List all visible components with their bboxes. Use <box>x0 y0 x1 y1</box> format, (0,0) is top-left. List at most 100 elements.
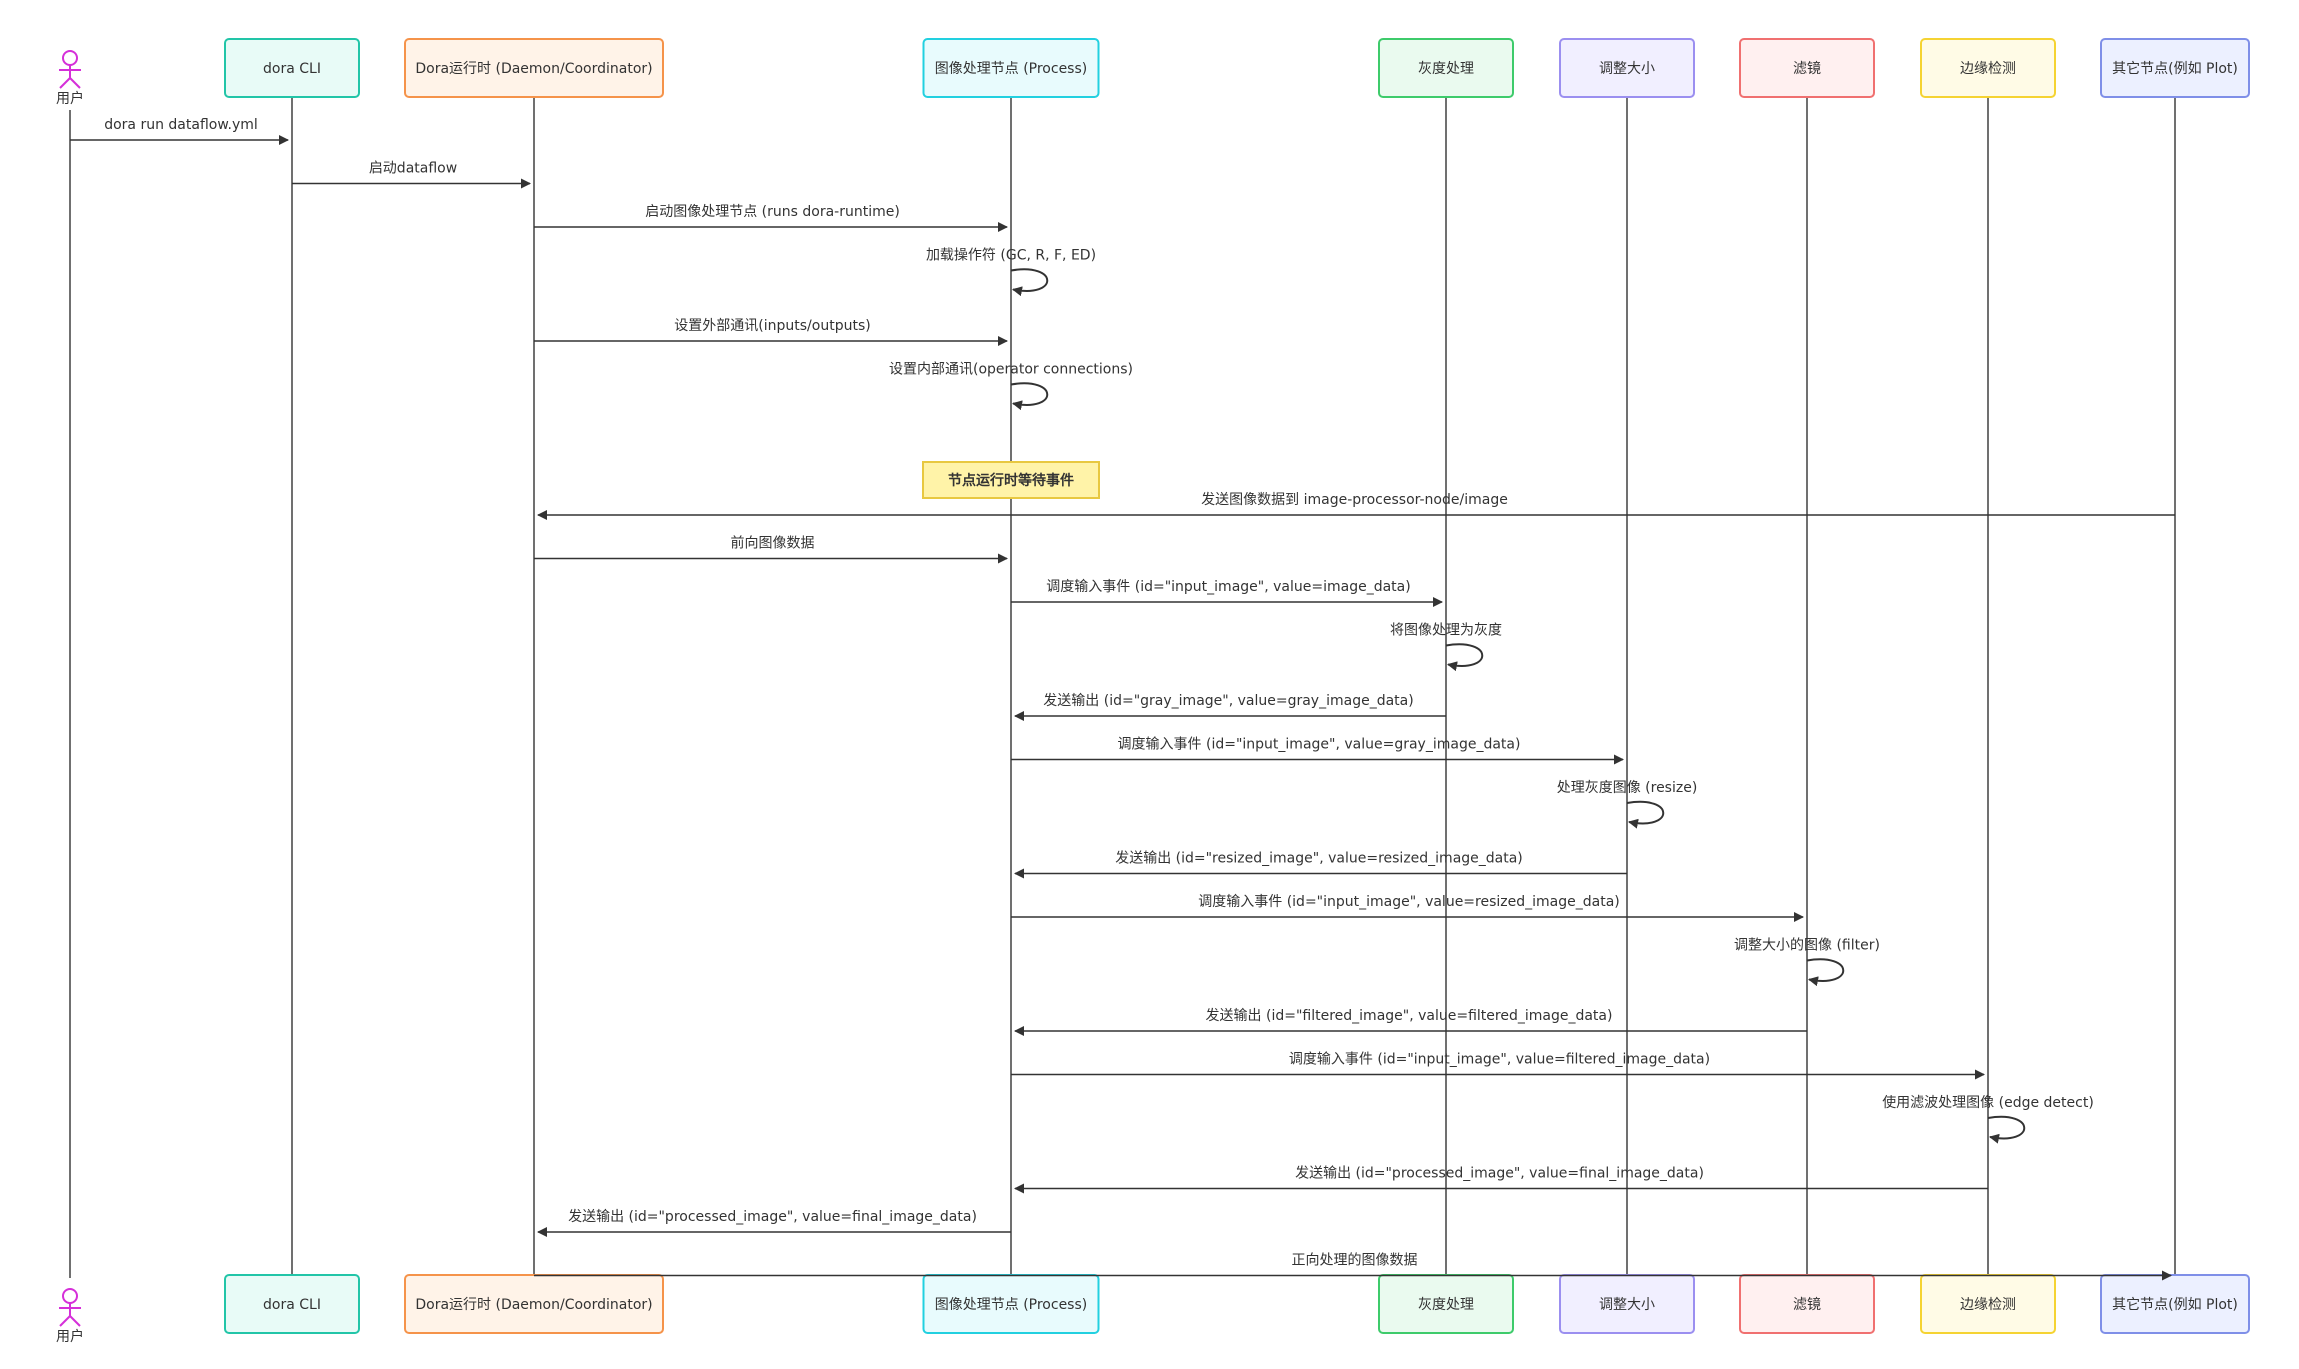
participant-box <box>224 38 360 98</box>
participant-box <box>2100 38 2250 98</box>
message-8: 前向图像数据 <box>534 535 1008 564</box>
message-0: dora run dataflow.yml <box>70 117 289 145</box>
participant-label: 灰度处理 <box>1418 1297 1474 1313</box>
participant-node-top: 图像处理节点 (Process) <box>922 38 1100 98</box>
note-waiting-events: 节点运行时等待事件 <box>922 461 1100 499</box>
participant-label: 滤镜 <box>1793 61 1821 77</box>
message-label: 发送输出 (id="gray_image", value=gray_image_… <box>1043 693 1413 709</box>
participant-label: 边缘检测 <box>1960 1297 2016 1313</box>
actor-head-icon <box>62 50 78 66</box>
participant-box <box>1559 38 1695 98</box>
participant-box <box>2100 1274 2250 1334</box>
message-label: 调整大小的图像 (filter) <box>1734 938 1880 954</box>
participant-label: 图像处理节点 (Process) <box>935 1297 1087 1313</box>
message-label: 处理灰度图像 (resize) <box>1557 780 1698 796</box>
self-loop-arrow <box>1010 382 1049 411</box>
participant-other-top: 其它节点(例如 Plot) <box>2100 38 2250 98</box>
participant-r-bottom: 调整大小 <box>1559 1274 1695 1334</box>
actor-leg-right <box>69 77 81 89</box>
participant-ed-bottom: 边缘检测 <box>1920 1274 2056 1334</box>
message-label: 设置内部通讯(operator connections) <box>889 362 1133 378</box>
note-label: 节点运行时等待事件 <box>948 472 1074 489</box>
message-label: 正向处理的图像数据 <box>1292 1253 1418 1269</box>
message-17: 发送输出 (id="filtered_image", value=filtere… <box>1014 1008 1807 1036</box>
participant-f-top: 滤镜 <box>1739 38 1875 98</box>
message-label: 启动图像处理节点 (runs dora-runtime) <box>645 204 900 220</box>
participant-gc-top: 灰度处理 <box>1378 38 1514 98</box>
message-12: 调度输入事件 (id="input_image", value=gray_ima… <box>1011 737 1624 765</box>
participant-box <box>922 38 1100 98</box>
message-3: 加载操作符 (GC, R, F, ED) <box>926 248 1096 297</box>
message-7: 发送图像数据到 image-processor-node/image <box>537 492 2175 520</box>
message-21: 发送输出 (id="processed_image", value=final_… <box>537 1209 1011 1237</box>
participant-other-bottom: 其它节点(例如 Plot) <box>2100 1274 2250 1334</box>
participant-ed-top: 边缘检测 <box>1920 38 2056 98</box>
message-1: 启动dataflow <box>292 161 531 189</box>
self-loop-arrow <box>1010 268 1049 297</box>
participant-box <box>1739 38 1875 98</box>
message-20: 发送输出 (id="processed_image", value=final_… <box>1014 1166 1988 1194</box>
message-22: 正向处理的图像数据 <box>534 1253 2172 1281</box>
participant-daemon-bottom: Dora运行时 (Daemon/Coordinator) <box>404 1274 664 1334</box>
participant-cli-top: dora CLI <box>224 38 360 98</box>
participant-label: 图像处理节点 (Process) <box>935 61 1087 77</box>
message-label: 发送输出 (id="processed_image", value=final_… <box>568 1209 977 1225</box>
actor-leg-right <box>69 1315 81 1327</box>
message-16: 调整大小的图像 (filter) <box>1734 938 1880 987</box>
actor-head-icon <box>62 1288 78 1304</box>
participant-r-top: 调整大小 <box>1559 38 1695 98</box>
message-18: 调度输入事件 (id="input_image", value=filtered… <box>1011 1052 1985 1080</box>
self-loop-arrow <box>1445 643 1484 672</box>
participant-box <box>1920 38 2056 98</box>
message-label: 调度输入事件 (id="input_image", value=filtered… <box>1289 1052 1710 1068</box>
actor-leg-left <box>59 1315 71 1327</box>
participant-label: 边缘检测 <box>1960 61 2016 77</box>
participant-f-bottom: 滤镜 <box>1739 1274 1875 1334</box>
message-2: 启动图像处理节点 (runs dora-runtime) <box>534 204 1008 232</box>
message-10: 将图像处理为灰度 <box>1390 623 1502 672</box>
participant-label: Dora运行时 (Daemon/Coordinator) <box>415 61 652 77</box>
message-label: 启动dataflow <box>369 161 457 177</box>
self-loop-arrow <box>1626 800 1665 829</box>
actor-label: 用户 <box>56 90 84 107</box>
participant-box <box>224 1274 360 1334</box>
message-19: 使用滤波处理图像 (edge detect) <box>1882 1094 2094 1144</box>
participant-box <box>404 38 664 98</box>
message-label: 发送图像数据到 image-processor-node/image <box>1201 492 1508 508</box>
message-label: 发送输出 (id="processed_image", value=final_… <box>1295 1166 1704 1182</box>
participant-label: 灰度处理 <box>1418 61 1474 77</box>
message-label: 发送输出 (id="resized_image", value=resized_… <box>1115 851 1523 867</box>
message-label: dora run dataflow.yml <box>104 117 258 133</box>
message-label: 使用滤波处理图像 (edge detect) <box>1882 1094 2094 1111</box>
message-11: 发送输出 (id="gray_image", value=gray_image_… <box>1014 693 1446 721</box>
participant-label: 其它节点(例如 Plot) <box>2112 1296 2238 1313</box>
participant-label: dora CLI <box>263 1297 321 1313</box>
participant-label: 滤镜 <box>1793 1297 1821 1313</box>
participant-cli-bottom: dora CLI <box>224 1274 360 1334</box>
message-label: 设置外部通讯(inputs/outputs) <box>674 318 870 334</box>
message-9: 调度输入事件 (id="input_image", value=image_da… <box>1011 579 1443 607</box>
message-label: 调度输入事件 (id="input_image", value=resized_… <box>1198 894 1619 910</box>
message-label: 将图像处理为灰度 <box>1390 623 1502 639</box>
participant-label: 其它节点(例如 Plot) <box>2112 60 2238 77</box>
user-actor-top: 用户 <box>56 50 84 107</box>
message-15: 调度输入事件 (id="input_image", value=resized_… <box>1011 894 1804 922</box>
message-label: 发送输出 (id="filtered_image", value=filtere… <box>1206 1008 1613 1024</box>
actor-leg-left <box>59 77 71 89</box>
message-14: 发送输出 (id="resized_image", value=resized_… <box>1014 851 1627 879</box>
participant-daemon-top: Dora运行时 (Daemon/Coordinator) <box>404 38 664 98</box>
message-5: 设置内部通讯(operator connections) <box>889 362 1133 411</box>
participant-label: Dora运行时 (Daemon/Coordinator) <box>415 1297 652 1313</box>
participant-node-bottom: 图像处理节点 (Process) <box>922 1274 1100 1334</box>
actor-label: 用户 <box>56 1328 84 1345</box>
participant-label: dora CLI <box>263 61 321 77</box>
user-actor-bottom: 用户 <box>56 1288 84 1345</box>
message-label: 调度输入事件 (id="input_image", value=image_da… <box>1046 579 1410 595</box>
message-13: 处理灰度图像 (resize) <box>1557 780 1698 829</box>
message-label: 调度输入事件 (id="input_image", value=gray_ima… <box>1118 737 1521 753</box>
participant-gc-bottom: 灰度处理 <box>1378 1274 1514 1334</box>
self-loop-arrow <box>1806 958 1845 987</box>
message-label: 前向图像数据 <box>731 535 815 552</box>
participant-label: 调整大小 <box>1599 1297 1655 1313</box>
